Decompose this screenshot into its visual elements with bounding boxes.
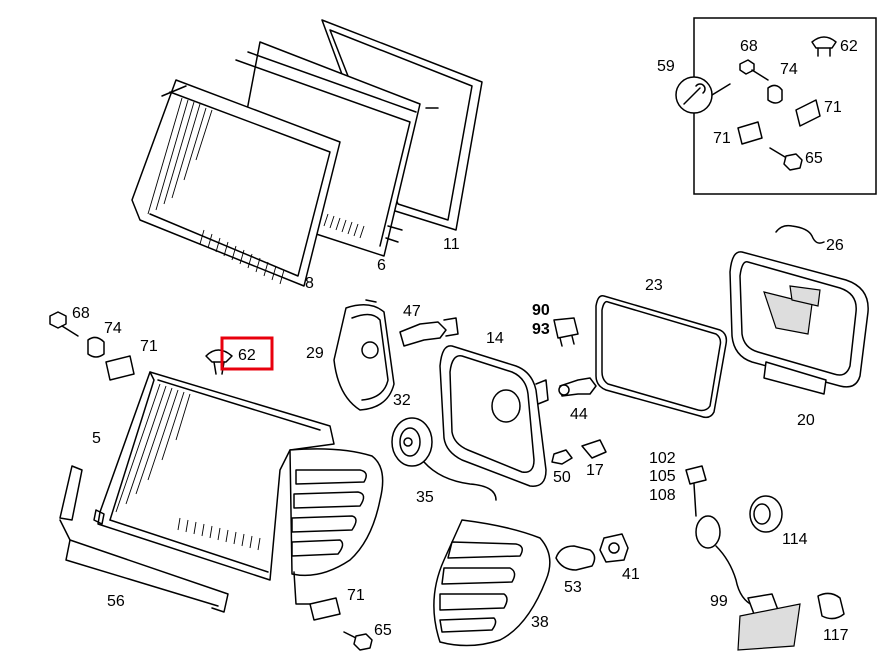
label-59: 59 — [657, 58, 675, 75]
label-6: 6 — [377, 257, 386, 274]
label-71a: 71 — [824, 99, 842, 116]
part-47-bulb — [399, 317, 459, 347]
label-32: 32 — [393, 392, 411, 409]
label-99: 99 — [710, 593, 728, 610]
part-114-grommet — [749, 495, 783, 533]
label-56: 56 — [107, 593, 125, 610]
label-93: 93 — [532, 321, 550, 338]
part-20-housing — [729, 251, 869, 395]
label-65a: 65 — [805, 150, 823, 167]
part-labels: 8 6 11 59 68 62 74 71 71 65 26 23 20 68 … — [72, 38, 858, 644]
label-50: 50 — [553, 469, 571, 486]
label-68b: 68 — [72, 305, 90, 322]
part-117-bulb — [817, 592, 845, 620]
label-71c: 71 — [140, 338, 158, 355]
label-90: 90 — [532, 302, 550, 319]
label-62b: 62 — [238, 347, 256, 364]
label-74b: 74 — [104, 320, 122, 337]
label-71d: 71 — [347, 587, 365, 604]
label-14: 14 — [486, 330, 504, 347]
label-5: 5 — [92, 430, 101, 447]
inset-kit-box — [675, 17, 877, 195]
label-17: 17 — [586, 462, 604, 479]
part-32-reflector — [333, 299, 395, 411]
label-41: 41 — [622, 566, 640, 583]
part-53-bulb — [555, 545, 596, 571]
label-105: 105 — [649, 468, 676, 485]
part-99-side-marker — [737, 593, 801, 651]
part-8-lens — [131, 79, 341, 287]
label-53: 53 — [564, 579, 582, 596]
label-47: 47 — [403, 303, 421, 320]
label-108: 108 — [649, 487, 676, 504]
label-23: 23 — [645, 277, 663, 294]
label-71b: 71 — [713, 130, 731, 147]
label-29: 29 — [306, 345, 324, 362]
part-26-wire — [775, 224, 825, 244]
label-20: 20 — [797, 412, 815, 429]
label-35: 35 — [416, 489, 434, 506]
label-38: 38 — [531, 614, 549, 631]
part-17-socket — [581, 439, 607, 459]
part-38-lens — [433, 519, 551, 647]
label-44: 44 — [570, 406, 588, 423]
part-90-93-connector — [553, 317, 579, 347]
highlight-box — [220, 336, 274, 371]
part-102-wire-harness — [685, 465, 755, 607]
part-14-reflector — [439, 345, 549, 487]
label-68a: 68 — [740, 38, 758, 55]
label-8: 8 — [305, 275, 314, 292]
label-74a: 74 — [780, 61, 798, 78]
label-117: 117 — [823, 627, 849, 644]
part-50-bulb — [551, 449, 573, 465]
label-65b: 65 — [374, 622, 392, 639]
part-56-bracket — [59, 465, 229, 613]
label-26: 26 — [826, 237, 844, 254]
part-5-lens — [97, 371, 384, 581]
label-102: 102 — [649, 450, 676, 467]
label-62a: 62 — [840, 38, 858, 55]
part-44-bulb — [558, 377, 597, 397]
left-fasteners — [49, 311, 135, 381]
part-35-socket — [391, 417, 497, 501]
bottom-fasteners — [293, 571, 373, 651]
part-23-gasket — [595, 294, 728, 419]
part-41-socket — [599, 533, 629, 563]
label-11: 11 — [443, 236, 460, 253]
label-114: 114 — [782, 531, 808, 548]
